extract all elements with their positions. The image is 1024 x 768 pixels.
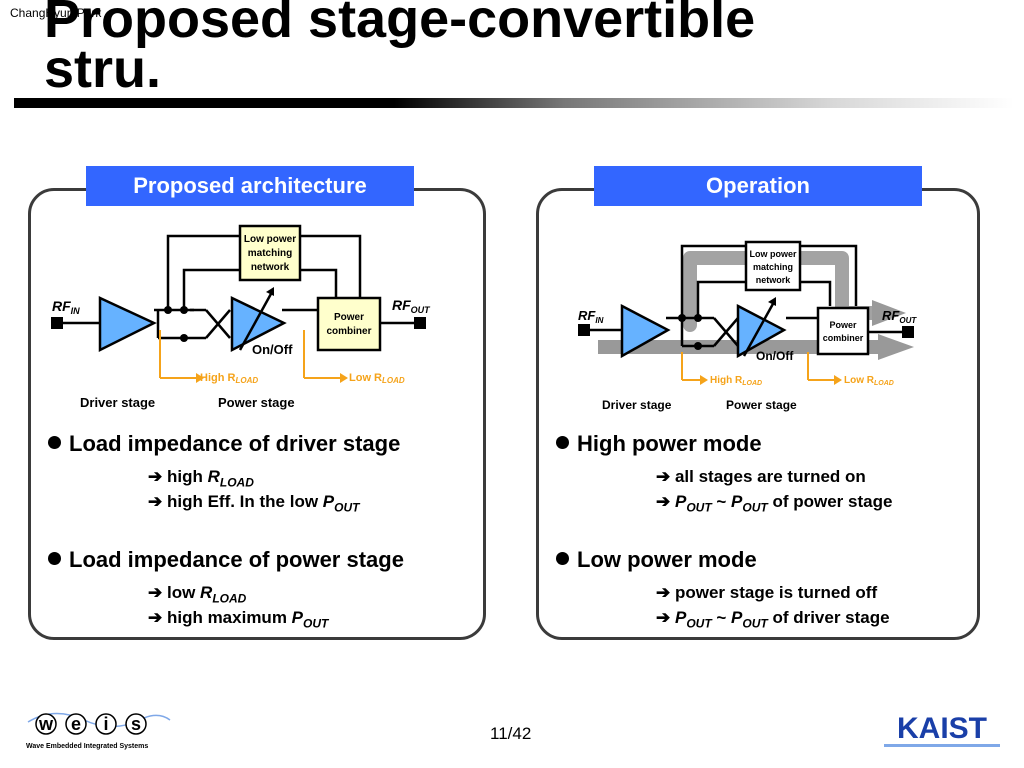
left-bullet-2-line-1: ➔ low RLOAD	[148, 583, 247, 606]
high-rload-label-right: High RLOAD	[710, 375, 762, 387]
combiner-label-right-1: Power	[829, 320, 857, 330]
bullet-dot-icon	[48, 552, 61, 565]
title-underline	[14, 98, 1014, 108]
weis-logo: w e i s Wave Embedded Integrated Systems	[26, 712, 171, 750]
right-bullet-2-line-1: ➔ power stage is turned off	[656, 583, 878, 602]
rf-in-terminal	[51, 317, 63, 329]
matching-label-right-3: network	[756, 275, 792, 285]
right-bullet-1-line-2: ➔ POUT ~ POUT of power stage	[656, 492, 893, 515]
kaist-wordmark: KAIST	[897, 712, 987, 745]
logo-letter-i: i	[103, 714, 108, 734]
right-bullet-2: Low power mode	[556, 547, 757, 573]
matching-network-box	[238, 224, 302, 282]
rf-in-label: RFIN	[52, 298, 80, 316]
combiner-label-2: combiner	[326, 326, 371, 337]
matching-label-right-1: Low power	[750, 249, 797, 259]
kaist-logo: KAIST	[884, 712, 1000, 747]
bullet-dot-icon	[48, 436, 61, 449]
matching-label-3: network	[251, 262, 290, 273]
low-rload-label: Low RLOAD	[349, 372, 405, 385]
power-amplifier	[230, 296, 287, 353]
driver-stage-label: Driver stage	[80, 395, 155, 410]
power-combiner-box-right	[816, 306, 870, 356]
onoff-label-right: On/Off	[756, 349, 794, 363]
left-bullet-1-line-2: ➔ high Eff. In the low POUT	[148, 492, 360, 515]
bullet-dot-icon	[556, 436, 569, 449]
matching-label-2: matching	[248, 248, 292, 259]
left-bullet-2: Load impedance of power stage	[48, 547, 404, 573]
combiner-label-1: Power	[334, 312, 364, 323]
rf-in-label-right: RFIN	[578, 308, 604, 325]
low-rload-label-right: Low RLOAD	[844, 375, 894, 387]
left-bullet-2-line-2: ➔ high maximum POUT	[148, 608, 329, 631]
rf-out-terminal	[414, 317, 426, 329]
page-number: 11/42	[490, 724, 532, 743]
left-bullet-1-line-1: ➔ high RLOAD	[148, 467, 254, 490]
power-stage-label: Power stage	[218, 395, 295, 410]
left-panel-heading: Proposed architecture	[86, 166, 414, 206]
power-stage-label-right: Power stage	[726, 398, 797, 412]
driver-amplifier-right	[620, 303, 671, 359]
rf-out-label: RFOUT	[392, 297, 431, 315]
bullet-dot-icon	[556, 552, 569, 565]
slide-title: Proposed stage-convertible stru.	[44, 0, 756, 99]
onoff-label: On/Off	[252, 342, 293, 357]
logo-caption: Wave Embedded Integrated Systems	[26, 743, 148, 750]
right-bullet-2-line-2: ➔ POUT ~ POUT of driver stage	[656, 608, 890, 631]
driver-stage-label-right: Driver stage	[602, 398, 672, 412]
right-bullet-1-line-1: ➔ all stages are turned on	[656, 467, 866, 486]
right-bullet-1: High power mode	[556, 431, 762, 457]
combiner-label-right-2: combiner	[823, 333, 864, 343]
matching-label-1: Low power	[244, 234, 296, 245]
low-power-flow-arrow	[872, 300, 906, 326]
matching-label-right-2: matching	[753, 262, 793, 272]
power-combiner-box	[316, 296, 382, 352]
author-label: ChangHyun Park	[10, 6, 102, 20]
logo-letter-w: w	[38, 714, 54, 734]
logo-letter-s: s	[131, 714, 141, 734]
driver-amplifier	[98, 296, 157, 353]
logo-letter-e: e	[71, 714, 81, 734]
high-rload-label: High RLOAD	[200, 372, 258, 385]
matching-network-box-right	[744, 240, 802, 292]
left-bullet-1: Load impedance of driver stage	[48, 431, 400, 457]
power-amplifier-right	[736, 303, 787, 359]
rf-out-label-right: RFOUT	[882, 308, 917, 325]
right-panel-heading: Operation	[594, 166, 922, 206]
high-power-flow-arrow	[878, 334, 914, 360]
